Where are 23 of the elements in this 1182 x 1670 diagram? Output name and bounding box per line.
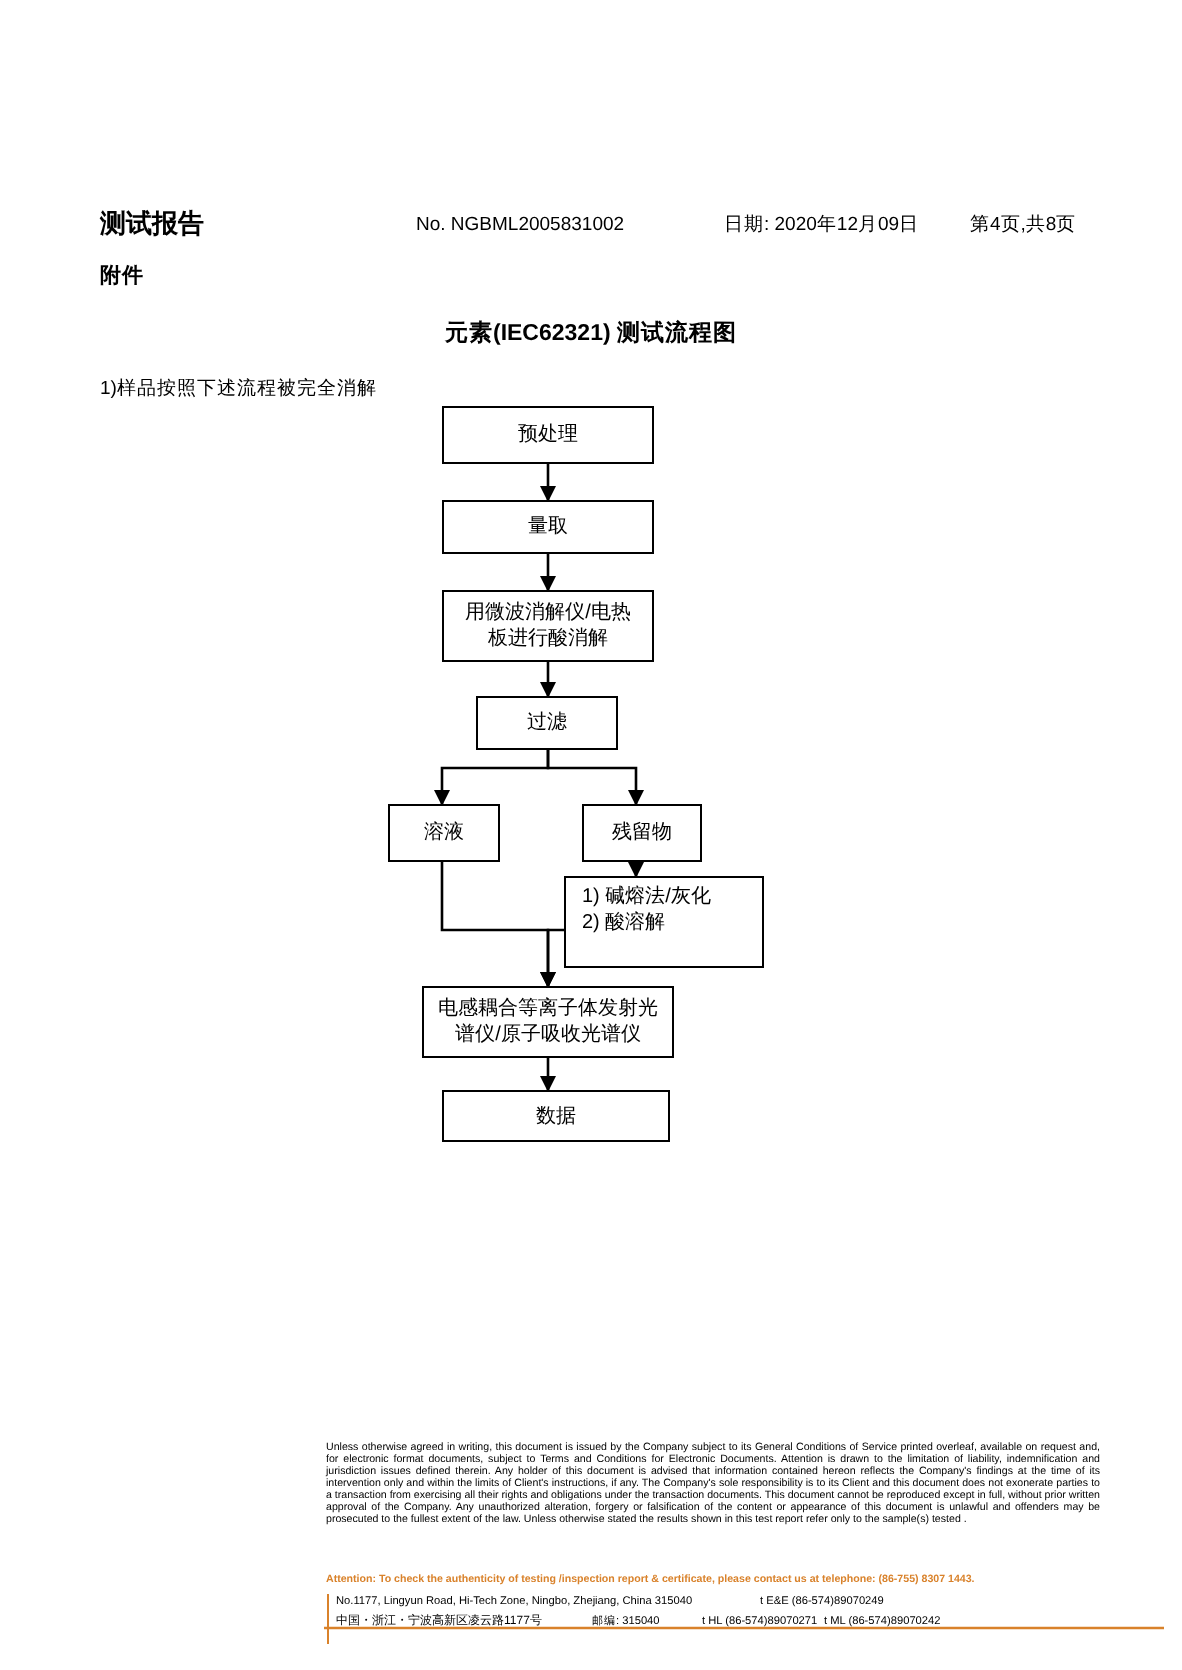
arrow [540,554,556,592]
report-number: No. NGBML2005831002 [416,214,625,237]
process-box: 电感耦合等离子体发射光谱仪/原子吸收光谱仪 [422,986,674,1058]
process-box: 数据 [442,1090,670,1142]
page-number: 第4页,共8页 [970,214,1077,237]
arrow [628,862,644,878]
process-box: 过滤 [476,696,618,750]
process-box: 预处理 [442,406,654,464]
arrow [540,1058,556,1092]
arrow [540,928,564,988]
report-date: 日期: 2020年12月09日 [724,214,920,237]
process-box: 1) 碱熔法/灰化 2) 酸溶解 [564,876,764,968]
intro-note: 1)样品按照下述流程被完全消解 [100,378,377,401]
attachment-heading: 附件 [100,264,144,290]
process-box: 量取 [442,500,654,554]
arrow [540,464,556,502]
arrow [540,662,556,698]
arrow [546,750,644,806]
process-box: 用微波消解仪/电热板进行酸消解 [442,590,654,662]
process-box: 残留物 [582,804,702,862]
report-title: 测试报告 [100,208,204,240]
diagram-title: 元素(IEC62321) 测试流程图 [442,322,739,350]
process-box: 溶液 [388,804,500,862]
